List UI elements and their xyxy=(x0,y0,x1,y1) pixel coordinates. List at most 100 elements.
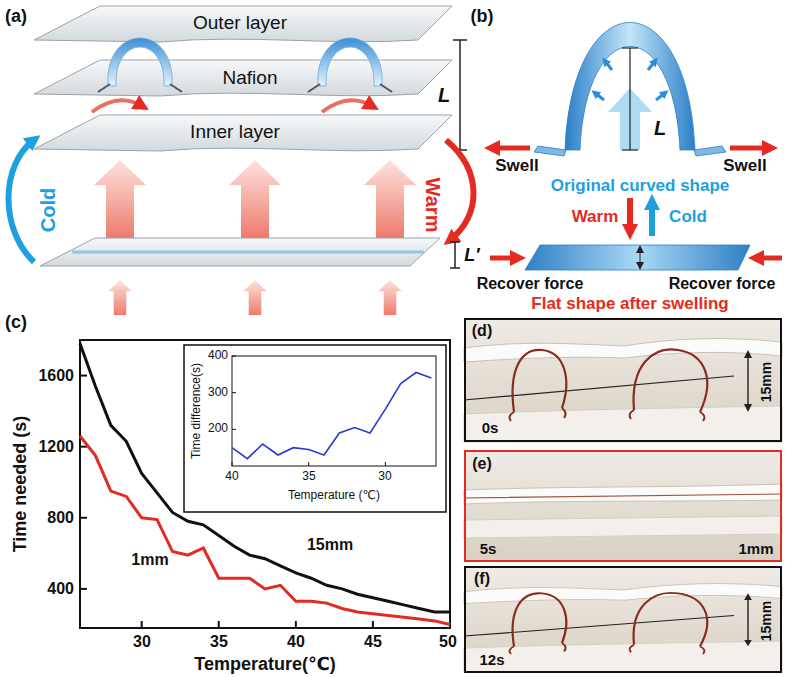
axis-tick: 1200 xyxy=(38,438,74,456)
axis-tick: 800 xyxy=(47,509,74,527)
axis-tick: 40 xyxy=(287,633,305,651)
axis-title: Time difference(s) xyxy=(190,363,204,459)
dimension-bar xyxy=(454,242,456,268)
axis-tick: 50 xyxy=(439,633,457,651)
photo-panel: (f) 15mm 12s xyxy=(464,566,782,673)
axis-title: Temperature (℃) xyxy=(288,489,380,503)
axis-tick: 400 xyxy=(208,349,228,363)
panel-letter: (f) xyxy=(474,570,490,588)
dimension-tick xyxy=(453,39,467,41)
panel-letter: (a) xyxy=(5,6,27,27)
heat-arrow xyxy=(94,160,146,238)
recover-arrow xyxy=(490,256,518,261)
tick-mark xyxy=(218,621,220,628)
photo xyxy=(464,566,782,672)
inset-plot-frame xyxy=(232,356,436,466)
layer-name: Outer layer xyxy=(193,12,287,34)
dimension-label: L xyxy=(438,84,450,107)
swell-force-arrow xyxy=(492,146,530,151)
heat-arrow xyxy=(92,100,142,112)
warm-arrow xyxy=(446,140,474,240)
axis-tick: 300 xyxy=(208,386,228,400)
swell-force-arrow xyxy=(730,146,770,151)
heat-arrow xyxy=(364,160,416,238)
dimension-label: L′ xyxy=(464,245,479,266)
thickness-mark xyxy=(640,249,641,266)
layer-stack xyxy=(9,6,474,315)
dimension-bar xyxy=(459,40,461,150)
axis-tick: 40 xyxy=(225,470,238,484)
inner-sheet xyxy=(34,115,452,151)
tick-mark xyxy=(232,462,233,466)
axis-tick: 30 xyxy=(378,470,391,484)
data-line xyxy=(232,373,431,459)
axis-tick: 35 xyxy=(302,470,315,484)
swell-arrow xyxy=(648,61,655,70)
warm-arrow xyxy=(627,198,633,232)
swelling-sketch xyxy=(490,23,782,271)
axis-title: Temperature(℃) xyxy=(194,654,336,675)
photo-panel: (e) 5s 1mm xyxy=(464,450,782,562)
flap xyxy=(694,146,726,156)
outer-sheet xyxy=(34,6,452,42)
inset-frame xyxy=(184,345,446,512)
photo-caption: 15mm xyxy=(758,362,774,402)
heat-arrow xyxy=(378,280,401,315)
swell-arrow xyxy=(656,93,665,100)
photo xyxy=(464,318,782,442)
dimension-tick xyxy=(450,241,460,243)
photo-caption: 12s xyxy=(479,651,504,668)
series-label: 15mm xyxy=(307,536,353,554)
photo xyxy=(464,450,782,560)
cold-arrow xyxy=(649,202,655,236)
process-label: Cold xyxy=(37,188,60,232)
flat-nafion xyxy=(72,251,424,254)
layer-name: Inner layer xyxy=(190,121,280,143)
heat-arrow xyxy=(108,280,131,315)
swell-arrow xyxy=(595,93,604,100)
process-label: Warm xyxy=(572,207,619,227)
cold-arrow xyxy=(9,140,35,262)
nafion-arch xyxy=(308,38,392,92)
flat-sheet xyxy=(40,238,440,266)
chart xyxy=(80,340,450,628)
tick-mark xyxy=(385,462,386,466)
dimension-tick xyxy=(622,149,638,150)
panel-letter: (e) xyxy=(472,455,492,473)
dimension-tick xyxy=(450,267,460,269)
dimension-tick xyxy=(622,47,638,48)
force-label: Recover force xyxy=(477,275,584,293)
axis-tick: 30 xyxy=(133,633,151,651)
curved-nafion xyxy=(565,23,695,151)
panel-letter: (b) xyxy=(471,6,494,27)
tick-mark xyxy=(372,621,374,628)
photo-caption: 15mm xyxy=(758,601,774,641)
tick-mark xyxy=(232,392,236,393)
swell-arrow xyxy=(605,61,612,70)
axis-tick: 35 xyxy=(210,633,228,651)
tick-mark xyxy=(80,517,87,519)
recover-arrow xyxy=(756,256,782,261)
photo-caption: 5s xyxy=(480,540,497,557)
axis-tick: 200 xyxy=(208,422,228,436)
process-label: Cold xyxy=(669,207,707,227)
state-label: Flat shape after swelling xyxy=(531,294,728,314)
force-label: Swell xyxy=(723,156,766,176)
tick-mark xyxy=(295,621,297,628)
heat-arrow xyxy=(322,100,372,112)
dimension-bar xyxy=(629,48,630,150)
photo-panel: (d)15mm0s xyxy=(464,318,782,442)
plot-frame xyxy=(80,340,450,628)
state-label: Original curved shape xyxy=(551,176,730,196)
process-label: Warm xyxy=(421,178,444,233)
series-label: 1mm xyxy=(131,551,168,569)
tick-mark xyxy=(80,375,87,377)
heat-arrow xyxy=(229,160,281,238)
axis-tick: 45 xyxy=(364,633,382,651)
photo-caption: 0s xyxy=(482,419,499,436)
tick-mark xyxy=(141,621,143,628)
photo-caption: 1mm xyxy=(738,540,773,557)
nafion-arch xyxy=(98,38,182,92)
data-line xyxy=(80,344,450,612)
